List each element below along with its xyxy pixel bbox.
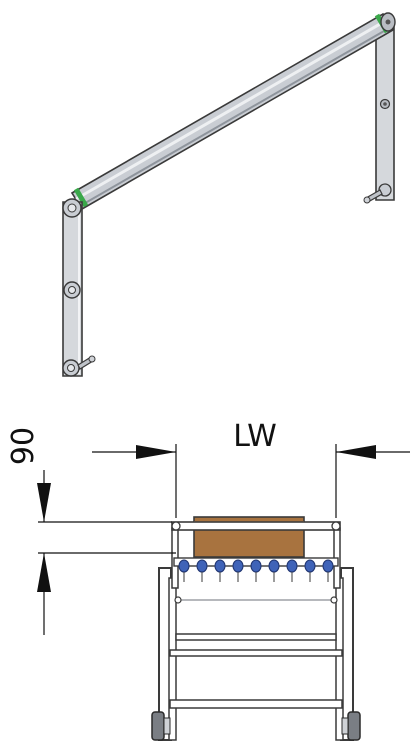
cross-members bbox=[169, 599, 343, 709]
roller bbox=[250, 559, 262, 573]
dimension-label-lw: LW bbox=[233, 419, 277, 454]
roller bbox=[304, 559, 316, 573]
roller bbox=[178, 559, 190, 573]
dimension-lw: LW bbox=[92, 419, 410, 518]
roller bbox=[322, 559, 334, 573]
arrow-lw-right bbox=[336, 445, 376, 459]
dimension-90: 90 bbox=[6, 427, 176, 635]
left-bracket bbox=[62, 198, 96, 377]
arrow-90-bottom bbox=[37, 553, 51, 592]
right-bracket bbox=[363, 23, 395, 204]
roller bbox=[286, 559, 298, 573]
roller bbox=[214, 559, 226, 573]
dimension-label-90: 90 bbox=[6, 427, 41, 465]
isometric-guard-rail bbox=[62, 12, 396, 377]
green-ring-left bbox=[73, 187, 89, 208]
roller bbox=[268, 559, 280, 573]
arrow-lw-left bbox=[136, 445, 176, 459]
guard-rail-front bbox=[171, 521, 341, 531]
roller-bed bbox=[173, 557, 339, 582]
guard-tube bbox=[70, 12, 396, 211]
roller bbox=[196, 559, 208, 573]
wheels bbox=[151, 711, 361, 741]
arrow-90-top bbox=[37, 483, 51, 522]
roller bbox=[232, 559, 244, 573]
front-view-conveyor bbox=[151, 516, 361, 741]
